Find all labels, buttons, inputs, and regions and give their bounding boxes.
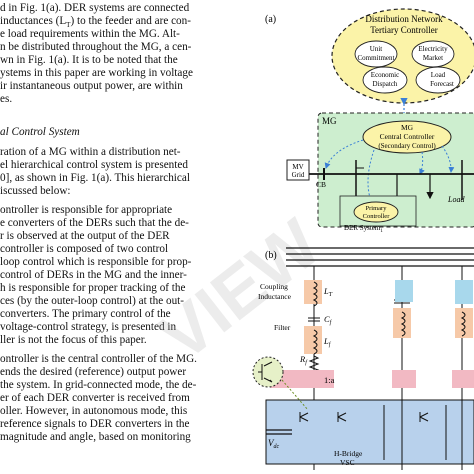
ratio-label: 1:a [324, 375, 335, 385]
text-line: ller is not the focus of this paper. [0, 334, 147, 346]
text-line: r is observed at the output of the DER [0, 230, 170, 242]
text-line: reference signals to DER converters in t… [0, 418, 190, 430]
primary-1: Primary [366, 205, 388, 212]
text-line: ration of a MG within a distribution net… [0, 146, 181, 158]
text-line: ystems in this paper are working in volt… [0, 67, 193, 79]
mv-grid-1: MV [292, 163, 303, 171]
text-line: e load requirements within the MG. Alt- [0, 28, 180, 40]
central-controller [362, 120, 452, 154]
zoom-link [281, 379, 309, 411]
primary-2: Controller [363, 213, 391, 220]
arrow-to-right [441, 145, 455, 173]
load-forecast-bubble [415, 66, 461, 94]
unit-commitment-2: Commitment [358, 54, 395, 62]
central-3: (Secondary Control) [378, 142, 436, 150]
text-line: converters. The primary control of the [0, 308, 171, 320]
economic-dispatch-bubble [362, 66, 408, 94]
cb-label: CB [316, 180, 326, 189]
figure-label-a: (a) [265, 14, 276, 25]
hbridge-2: VSC [340, 458, 355, 467]
text-line: ontroller is responsible for appropriate [0, 204, 173, 216]
text-line: controller is composed of two control [0, 243, 169, 255]
lt-label: LT [323, 286, 333, 298]
igbt-symbol [258, 361, 273, 383]
electricity-market-2: Market [423, 54, 443, 62]
text-line: 0], as shown in Fig. 1(a). This hierarch… [0, 172, 190, 184]
text-line: control of DERs in the MG and the inner- [0, 269, 187, 281]
tertiary-title-1: Distribution Network [365, 14, 443, 24]
primary-controller [353, 201, 399, 223]
unit-commitment-1: Unit [370, 45, 383, 53]
coupling-1: Coupling [260, 282, 288, 291]
phase-leg-3 [445, 266, 474, 470]
load-forecast-2: Forecast [430, 80, 454, 88]
text-line: ir instantaneous output power, are withi… [0, 80, 183, 92]
text-line: the system. In grid-connected mode, the … [0, 379, 197, 391]
text-line: ontroller is the central controller of t… [0, 353, 197, 365]
text-line: magnitude and angle, based on monitoring [0, 431, 191, 443]
vdc-label: Vdc [268, 438, 280, 450]
text-line: ces (by the outer-loop control) at the o… [0, 295, 184, 307]
text-line: al Control System [0, 126, 80, 138]
text-line: h is responsible for proper tracking of … [0, 282, 186, 294]
bridge-switches [299, 412, 429, 422]
economic-dispatch-2: Dispatch [373, 80, 398, 88]
bus-lines [286, 247, 474, 267]
unit-commitment-bubble [354, 40, 398, 68]
text-line: iscussed below: [0, 185, 71, 197]
figure-label-b: (b) [265, 250, 277, 261]
rf-label: Rf [299, 354, 308, 366]
phase-leg-1 [265, 266, 474, 470]
figure-svg: (a) Distribution Network Tertiary Contro… [252, 8, 474, 470]
text-line: wn in Fig. 1(a). It is to be noted that … [0, 54, 178, 66]
filter-label: Filter [274, 323, 291, 332]
igbt-zoom-circle [252, 356, 284, 388]
text-line: e converters of the DERs such that the d… [0, 217, 189, 229]
electricity-market-1: Electricity [418, 45, 448, 53]
arrow-to-cb [324, 139, 364, 169]
central-1: MG [401, 123, 414, 132]
lf-label: Lf [323, 336, 332, 348]
arrow-to-primary [367, 149, 375, 209]
coupling-box-2 [395, 280, 413, 302]
der-system-label: DER System1 [344, 224, 383, 234]
mv-grid-2: Grid [292, 171, 305, 179]
text-line: loop control which is responsible for pr… [0, 256, 192, 268]
mg-label: MG [322, 116, 337, 126]
load-label: Load [447, 195, 465, 204]
tertiary-title-2: Tertiary Controller [370, 25, 438, 35]
coupling-2: Inductance [258, 292, 292, 301]
load-forecast-1: Load [431, 71, 446, 79]
text-line: es. [0, 93, 13, 105]
hbridge-1: H-Bridge [334, 449, 363, 458]
mv-grid-box [286, 159, 310, 181]
central-2: Central Controller [380, 132, 435, 141]
text-line: voltage-control strategy, is presented i… [0, 321, 177, 333]
cf-label: Cf [324, 314, 333, 326]
text-line: n be distributed throughout the MG, a ce… [0, 41, 192, 53]
economic-dispatch-1: Economic [371, 71, 399, 79]
text-line: d in Fig. 1(a). DER systems are connecte… [0, 2, 190, 14]
figure-1: (a) Distribution Network Tertiary Contro… [252, 0, 474, 474]
text-line: inductances (LT) to the feeder and are c… [0, 15, 191, 30]
text-line: el hierarchical control system is presen… [0, 159, 188, 171]
text-line: oller. However, in autonomous mode, this [0, 405, 188, 417]
arrow-to-load [419, 151, 425, 175]
text-line: ends the desired (reference) output powe… [0, 366, 187, 378]
paper-text-column: d in Fig. 1(a). DER systems are connecte… [0, 2, 197, 443]
text-line: er of each DER converter is received fro… [0, 392, 190, 404]
